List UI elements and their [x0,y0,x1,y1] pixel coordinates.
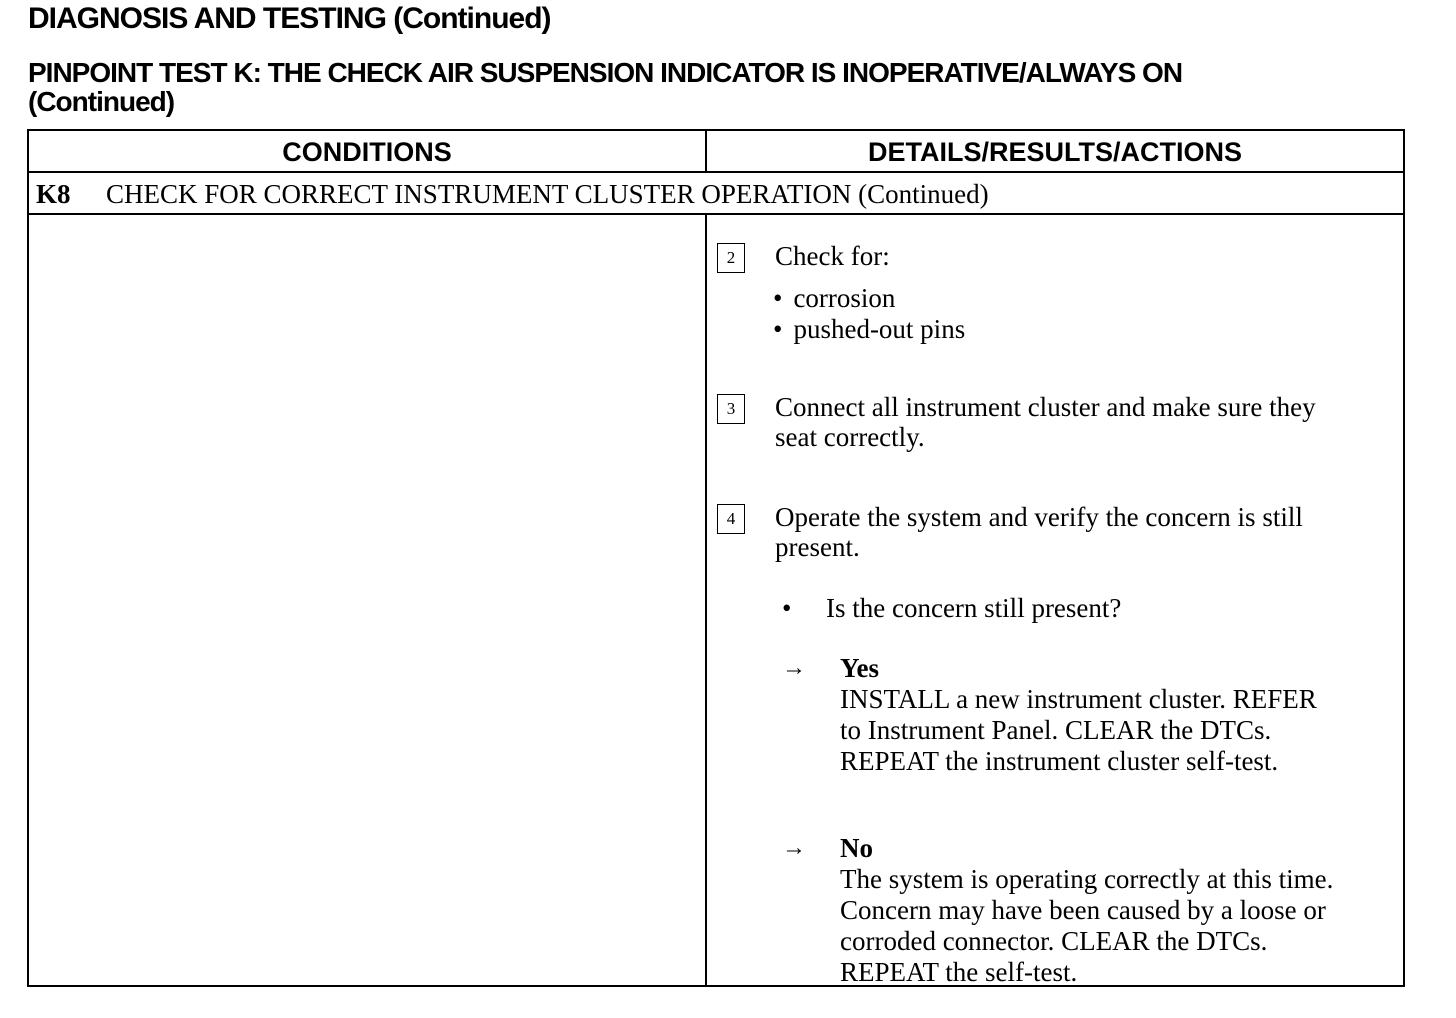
substep-text: Check for: [775,241,890,271]
diagnostic-table: CONDITIONS DETAILS/RESULTS/ACTIONS K8 CH… [27,129,1405,987]
result-text-line: to Instrument Panel. CLEAR the DTCs. [840,715,1272,745]
step-id: K8 [36,179,71,209]
check-list: corrosion pushed-out pins [773,283,965,345]
details-cell: 2 Check for: corrosion pushed-out pins 3… [707,215,1403,988]
list-item: pushed-out pins [773,314,965,345]
column-divider [705,215,707,985]
table-header-row: CONDITIONS DETAILS/RESULTS/ACTIONS [29,131,1403,173]
question: • Is the concern still present? [782,593,1121,623]
substep-text-line: Connect all instrument cluster and make … [775,392,1316,422]
test-title-line-1: PINPOINT TEST K: THE CHECK AIR SUSPENSIO… [28,57,1183,88]
conditions-cell [29,215,705,985]
result-text-line: INSTALL a new instrument cluster. REFER [840,684,1317,714]
step-number-box: 2 [717,243,745,273]
bullet-icon: • [782,593,792,623]
result-text: INSTALL a new instrument cluster. REFER … [840,684,1385,777]
step-title: CHECK FOR CORRECT INSTRUMENT CLUSTER OPE… [106,179,989,209]
result-label: No [840,833,873,863]
substep-text-line: Operate the system and verify the concer… [775,502,1303,532]
pinpoint-test-title: PINPOINT TEST K: THE CHECK AIR SUSPENSIO… [28,58,1428,116]
substep-text: Operate the system and verify the concer… [775,502,1385,562]
result-text-line: REPEAT the self-test. [840,957,1078,987]
substep-text-line: seat correctly. [775,422,925,452]
test-title-line-2: (Continued) [28,86,175,117]
step-number-box: 4 [717,504,745,534]
arrow-right-icon: → [782,835,806,861]
column-divider [705,131,707,171]
substep-text: Connect all instrument cluster and make … [775,392,1385,452]
step-number-box: 3 [717,394,745,424]
result-text-line: REPEAT the instrument cluster self-test. [840,746,1279,776]
substep-text-line: present. [775,532,860,562]
result-label: Yes [840,653,879,683]
result-text-line: Concern may have been caused by a loose … [840,895,1326,925]
page-title: DIAGNOSIS AND TESTING (Continued) [28,2,552,35]
list-item: corrosion [773,283,965,314]
result-text: The system is operating correctly at thi… [840,864,1385,988]
column-header-conditions: CONDITIONS [282,137,452,167]
result-text-line: corroded connector. CLEAR the DTCs. [840,926,1268,956]
result-text-line: The system is operating correctly at thi… [840,864,1334,894]
column-header-details: DETAILS/RESULTS/ACTIONS [867,137,1242,167]
step-row: K8 CHECK FOR CORRECT INSTRUMENT CLUSTER … [29,173,1403,215]
arrow-right-icon: → [782,655,806,681]
question-text: Is the concern still present? [826,593,1122,623]
